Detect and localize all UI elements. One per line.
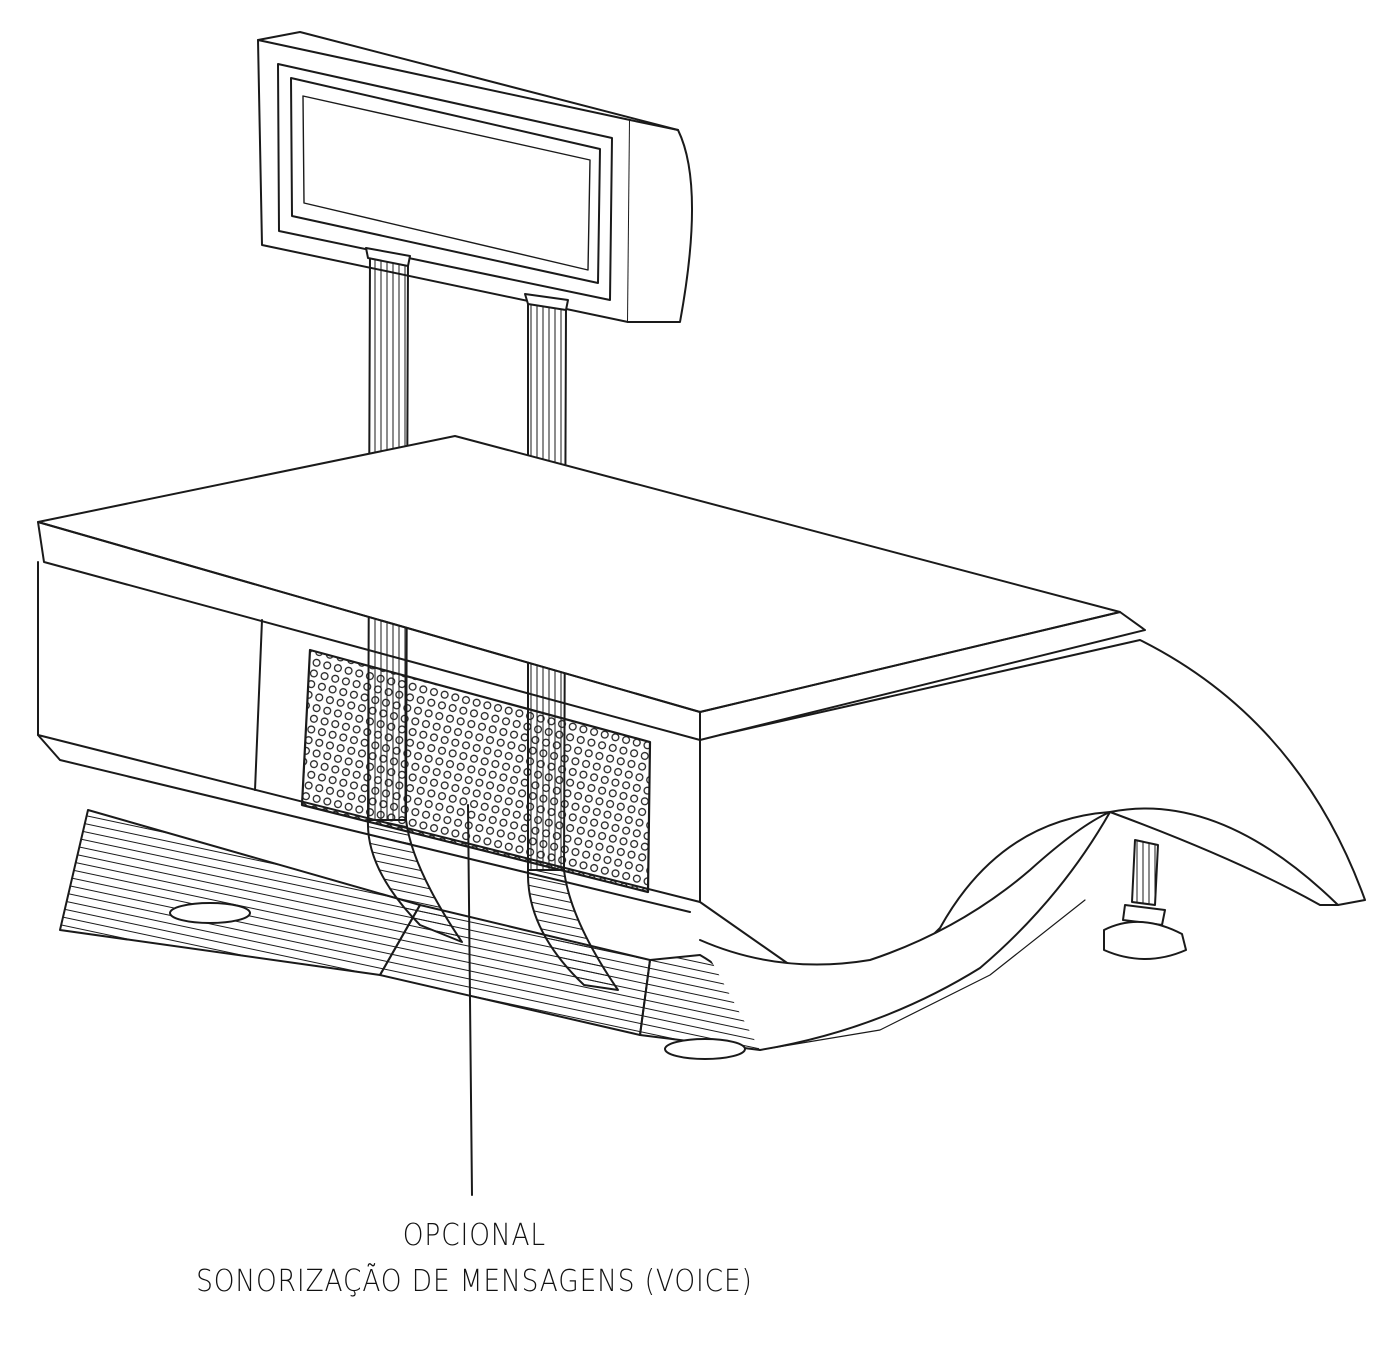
callout-label-voice: SONORIZAÇÃO DE MENSAGENS (VOICE) xyxy=(196,1264,753,1299)
lower-housing xyxy=(59,809,1111,1051)
speaker-grille xyxy=(300,648,652,894)
leveling-feet xyxy=(169,839,1187,1060)
callout-label-optional: OPCIONAL xyxy=(402,1218,547,1253)
scale-body xyxy=(37,435,1366,974)
callout-leader-line xyxy=(467,804,473,1196)
display-head xyxy=(257,31,694,323)
